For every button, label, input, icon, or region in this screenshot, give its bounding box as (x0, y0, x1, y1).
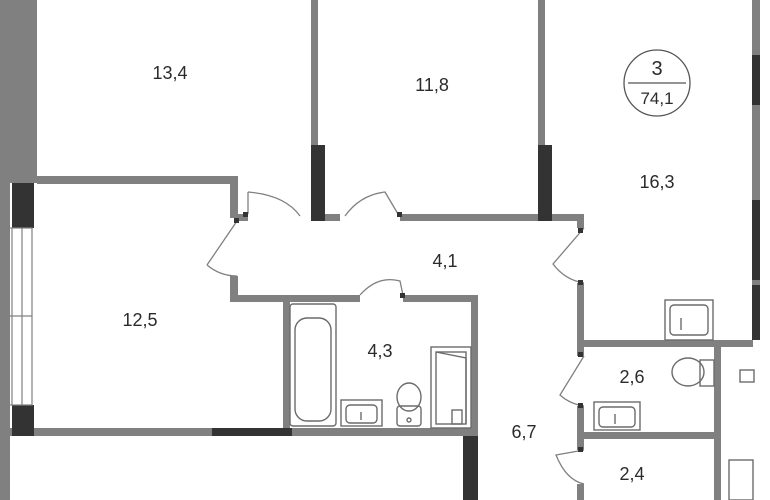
rooms-count: 3 (651, 58, 662, 80)
bathroom-sink (340, 399, 383, 427)
area-hall: 4,1 (432, 251, 457, 271)
area-bedroom-top-left: 13,4 (152, 63, 187, 83)
area-toilet: 2,6 (619, 367, 644, 387)
total-area: 74,1 (640, 89, 673, 108)
door-marks (234, 212, 583, 452)
area-storage: 2,4 (619, 464, 644, 484)
storage-fixtures (728, 369, 755, 500)
area-bedroom-top-middle: 11,8 (415, 75, 449, 95)
kitchen-sink (664, 299, 714, 341)
area-corridor: 6,7 (511, 422, 536, 442)
columns (12, 55, 760, 500)
area-living-room: 16,3 (639, 172, 674, 192)
windows (1, 227, 33, 406)
bathroom-fixtures (289, 303, 472, 429)
bathroom-toilet (396, 382, 422, 412)
wc-fixtures (593, 357, 715, 431)
area-bathroom: 4,3 (367, 341, 392, 361)
apartment-badge: 3 74,1 (623, 49, 691, 117)
bathtub (289, 303, 337, 427)
area-bedroom-left: 12,5 (122, 310, 157, 330)
